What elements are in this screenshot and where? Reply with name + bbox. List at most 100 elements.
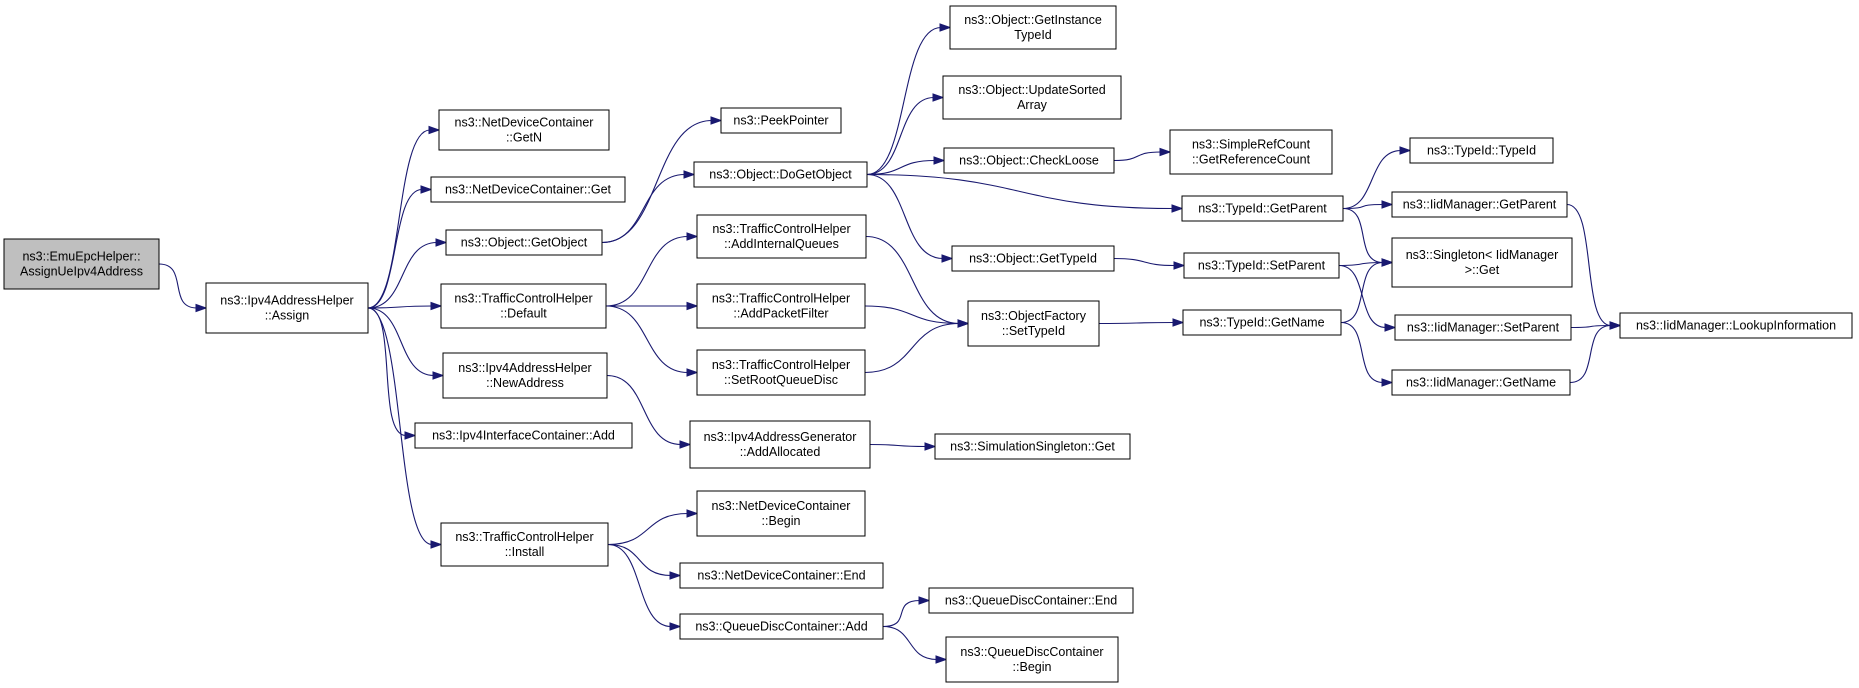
call-edge-trafficcontrolhelper-default-to-trafficcontrolhelper-addpacketfilter: [606, 301, 699, 311]
node-label: ns3::TrafficControlHelper: [712, 358, 850, 372]
node-iidmanager-getparent[interactable]: ns3::IidManager::GetParent: [1391, 191, 1568, 218]
node-label: ::Default: [500, 307, 547, 321]
node-label: TypeId: [1014, 28, 1052, 42]
node-simulationsingleton-get[interactable]: ns3::SimulationSingleton::Get: [934, 433, 1131, 460]
node-label: ns3::ObjectFactory: [981, 309, 1087, 323]
node-label: ns3::Ipv4AddressHelper: [458, 361, 591, 375]
call-edge-typeid-getparent-to-iidmanager-getparent: [1342, 200, 1394, 210]
node-label: ns3::QueueDiscContainer: [960, 645, 1103, 659]
call-edge-trafficcontrolhelper-default-to-trafficcontrolhelper-setrootqueuedisc: [605, 305, 699, 377]
node-object-gettypeid[interactable]: ns3::Object::GetTypeId: [951, 245, 1115, 272]
node-typeid-typeid[interactable]: ns3::TypeId::TypeId: [1409, 137, 1554, 164]
node-label: ns3::Object::GetTypeId: [969, 252, 1097, 266]
call-edge-emuepchelper-assignueipv4address-to-ipv4addresshelper-assign: [158, 263, 208, 313]
node-ipv4interfacecontainer-add[interactable]: ns3::Ipv4InterfaceContainer::Add: [414, 422, 633, 449]
call-edge-trafficcontrolhelper-install-to-netdevicecontainer-begin: [607, 509, 699, 546]
call-edge-object-getobject-to-object-dogetobject: [601, 170, 696, 244]
node-singleton-iidmanager-get[interactable]: ns3::Singleton< IidManager >::Get: [1391, 237, 1573, 288]
node-label: ns3::TrafficControlHelper: [712, 292, 850, 306]
call-edge-object-dogetobject-to-object-getinstancetypeid: [866, 23, 952, 176]
node-label: ns3::EmuEpcHelper::: [22, 250, 140, 264]
node-iidmanager-getname[interactable]: ns3::IidManager::GetName: [1391, 369, 1571, 396]
node-label: ns3::NetDeviceContainer: [455, 116, 594, 130]
node-trafficcontrolhelper-install[interactable]: ns3::TrafficControlHelper::Install: [440, 522, 609, 567]
node-label: >::Get: [1465, 263, 1500, 277]
call-edge-typeid-setparent-to-iidmanager-setparent: [1338, 264, 1397, 332]
node-queuedisccontainer-begin[interactable]: ns3::QueueDiscContainer::Begin: [945, 636, 1119, 683]
node-label: ns3::QueueDiscContainer::Add: [695, 620, 867, 634]
call-edge-object-dogetobject-to-typeid-getparent: [866, 173, 1184, 213]
call-edge-trafficcontrolhelper-setrootqueuedisc-to-objectfactory-settypeid: [864, 319, 970, 374]
node-typeid-getparent[interactable]: ns3::TypeId::GetParent: [1181, 195, 1344, 222]
node-ipv4addressgenerator-addallocated[interactable]: ns3::Ipv4AddressGenerator::AddAllocated: [689, 420, 871, 469]
node-label: ::Assign: [265, 309, 310, 323]
node-label: ::SetRootQueueDisc: [724, 373, 838, 387]
node-netdevicecontainer-end[interactable]: ns3::NetDeviceContainer::End: [679, 562, 884, 589]
call-edge-iidmanager-getname-to-iidmanager-lookupinformation: [1569, 321, 1622, 384]
call-edge-ipv4addresshelper-assign-to-trafficcontrolhelper-install: [367, 307, 443, 549]
call-edge-typeid-getparent-to-typeid-typeid: [1342, 146, 1412, 210]
node-label: ns3::Ipv4AddressHelper: [220, 294, 353, 308]
node-label: ns3::NetDeviceContainer::End: [697, 569, 865, 583]
node-typeid-getname[interactable]: ns3::TypeId::GetName: [1182, 309, 1342, 336]
call-edges: [158, 23, 1622, 664]
node-label: ns3::Object::GetObject: [461, 236, 588, 250]
call-edge-object-gettypeid-to-typeid-setparent: [1113, 257, 1186, 270]
node-label: ns3::TrafficControlHelper: [454, 292, 592, 306]
node-label: ns3::SimpleRefCount: [1192, 138, 1311, 152]
node-label: ns3::Object::UpdateSorted: [958, 83, 1105, 97]
node-typeid-setparent[interactable]: ns3::TypeId::SetParent: [1183, 252, 1340, 279]
node-label: ::AddAllocated: [740, 445, 821, 459]
node-label: ::Begin: [762, 514, 801, 528]
call-edge-object-dogetobject-to-object-updatesortedarray: [866, 93, 945, 176]
node-queuedisccontainer-end[interactable]: ns3::QueueDiscContainer::End: [928, 587, 1134, 614]
node-label: ns3::NetDeviceContainer: [712, 499, 851, 513]
node-label: ns3::IidManager::GetParent: [1403, 198, 1557, 212]
node-label: ns3::TypeId::GetParent: [1198, 202, 1327, 216]
node-label: ns3::Singleton< IidManager: [1406, 248, 1559, 262]
node-trafficcontrolhelper-addpacketfilter[interactable]: ns3::TrafficControlHelper::AddPacketFilt…: [696, 283, 866, 329]
call-edge-ipv4addresshelper-assign-to-trafficcontrolhelper-default: [367, 301, 443, 311]
node-label: ns3::Ipv4AddressGenerator: [704, 430, 857, 444]
node-object-checkloose[interactable]: ns3::Object::CheckLoose: [943, 147, 1115, 174]
call-edge-trafficcontrolhelper-default-to-trafficcontrolhelper-addinternalqueues: [605, 232, 699, 307]
node-label: ::AddPacketFilter: [733, 307, 828, 321]
call-edge-object-dogetobject-to-object-gettypeid: [866, 173, 954, 263]
node-trafficcontrolhelper-setrootqueuedisc[interactable]: ns3::TrafficControlHelper::SetRootQueueD…: [696, 349, 866, 396]
node-netdevicecontainer-getn[interactable]: ns3::NetDeviceContainer::GetN: [438, 109, 610, 151]
node-emuepchelper-assignueipv4address[interactable]: ns3::EmuEpcHelper::AssignUeIpv4Address: [3, 238, 160, 290]
function-nodes: ns3::EmuEpcHelper::AssignUeIpv4Addressns…: [3, 5, 1853, 683]
node-label: ns3::TrafficControlHelper: [455, 530, 593, 544]
node-label: ns3::TrafficControlHelper: [712, 222, 850, 236]
node-peekpointer[interactable]: ns3::PeekPointer: [720, 107, 842, 134]
node-objectfactory-settypeid[interactable]: ns3::ObjectFactory::SetTypeId: [967, 300, 1100, 347]
node-netdevicecontainer-begin[interactable]: ns3::NetDeviceContainer::Begin: [696, 490, 866, 537]
node-iidmanager-setparent[interactable]: ns3::IidManager::SetParent: [1394, 314, 1572, 341]
call-edge-typeid-getparent-to-singleton-iidmanager-get: [1342, 207, 1394, 267]
node-ipv4addresshelper-newaddress[interactable]: ns3::Ipv4AddressHelper::NewAddress: [442, 352, 608, 399]
node-ipv4addresshelper-assign[interactable]: ns3::Ipv4AddressHelper::Assign: [205, 282, 369, 334]
node-label: ns3::IidManager::SetParent: [1407, 321, 1560, 335]
node-trafficcontrolhelper-addinternalqueues[interactable]: ns3::TrafficControlHelper::AddInternalQu…: [696, 214, 867, 259]
call-edge-ipv4addresshelper-assign-to-ipv4addresshelper-newaddress: [367, 307, 445, 380]
node-iidmanager-lookupinformation[interactable]: ns3::IidManager::LookupInformation: [1619, 312, 1853, 339]
node-label: ns3::TypeId::GetName: [1199, 316, 1324, 330]
node-simplerefcount-getreferencecount[interactable]: ns3::SimpleRefCount::GetReferenceCount: [1169, 129, 1333, 175]
node-label: ns3::IidManager::LookupInformation: [1636, 319, 1836, 333]
node-queuedisccontainer-add[interactable]: ns3::QueueDiscContainer::Add: [679, 613, 884, 640]
call-edge-trafficcontrolhelper-install-to-netdevicecontainer-end: [607, 543, 682, 580]
node-trafficcontrolhelper-default[interactable]: ns3::TrafficControlHelper::Default: [440, 283, 607, 329]
node-label: AssignUeIpv4Address: [20, 265, 143, 279]
node-label: ns3::IidManager::GetName: [1406, 376, 1556, 390]
node-object-getobject[interactable]: ns3::Object::GetObject: [445, 229, 603, 256]
node-label: ns3::SimulationSingleton::Get: [950, 440, 1115, 454]
node-object-dogetobject[interactable]: ns3::Object::DoGetObject: [693, 161, 868, 188]
node-label: ::GetReferenceCount: [1192, 153, 1311, 167]
node-netdevicecontainer-get[interactable]: ns3::NetDeviceContainer::Get: [430, 176, 626, 203]
call-edge-ipv4addresshelper-assign-to-ipv4interfacecontainer-add: [367, 307, 417, 440]
node-label: ::AddInternalQueues: [724, 237, 839, 251]
call-edge-typeid-getname-to-iidmanager-getname: [1340, 321, 1394, 387]
